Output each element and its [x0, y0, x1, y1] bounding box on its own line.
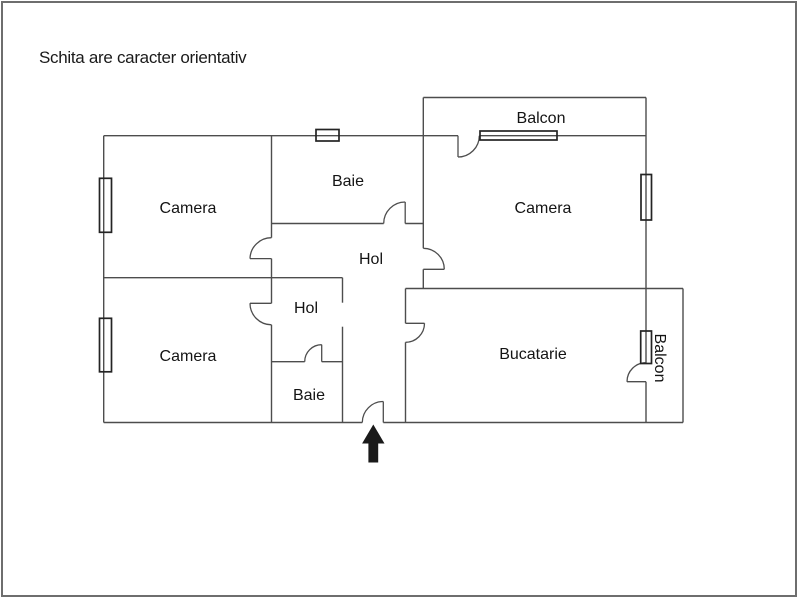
entrance-arrow-icon	[362, 424, 385, 463]
room-label-camera-top-left: Camera	[159, 200, 217, 217]
window-left-bottom	[98, 317, 113, 373]
window-balcon-top	[479, 130, 558, 141]
walls-group	[102, 96, 684, 424]
room-label-bucatarie: Bucatarie	[499, 346, 567, 363]
door-camera-top-left	[249, 237, 272, 260]
room-label-baie-bottom: Baie	[292, 387, 326, 404]
window-camera-right	[640, 173, 653, 221]
plan-title: Schita are caracter orientativ	[39, 48, 247, 67]
door-balcon-right	[626, 362, 647, 383]
door-baie-bottom	[304, 344, 323, 362]
room-label-camera-bottom-left: Camera	[159, 348, 217, 365]
windows-group	[98, 128, 653, 373]
window-top-small	[315, 128, 340, 142]
door-entrance	[361, 400, 384, 423]
door-baie-top	[383, 201, 406, 224]
window-left-top	[98, 177, 113, 234]
doors-group	[249, 135, 647, 423]
door-camera-right	[423, 247, 445, 270]
room-label-camera-right: Camera	[514, 200, 572, 217]
room-label-hol-small: Hol	[293, 300, 319, 317]
room-label-hol-main: Hol	[358, 251, 384, 268]
window-balcon-right	[639, 330, 653, 365]
door-balcon-top	[457, 135, 480, 158]
door-camera-bottom-left	[249, 302, 272, 326]
door-bucatarie	[405, 322, 426, 343]
room-label-balcon-right: Balcon	[651, 333, 668, 383]
room-label-balcon-top: Balcon	[516, 110, 566, 127]
room-label-baie-top: Baie	[331, 173, 365, 190]
